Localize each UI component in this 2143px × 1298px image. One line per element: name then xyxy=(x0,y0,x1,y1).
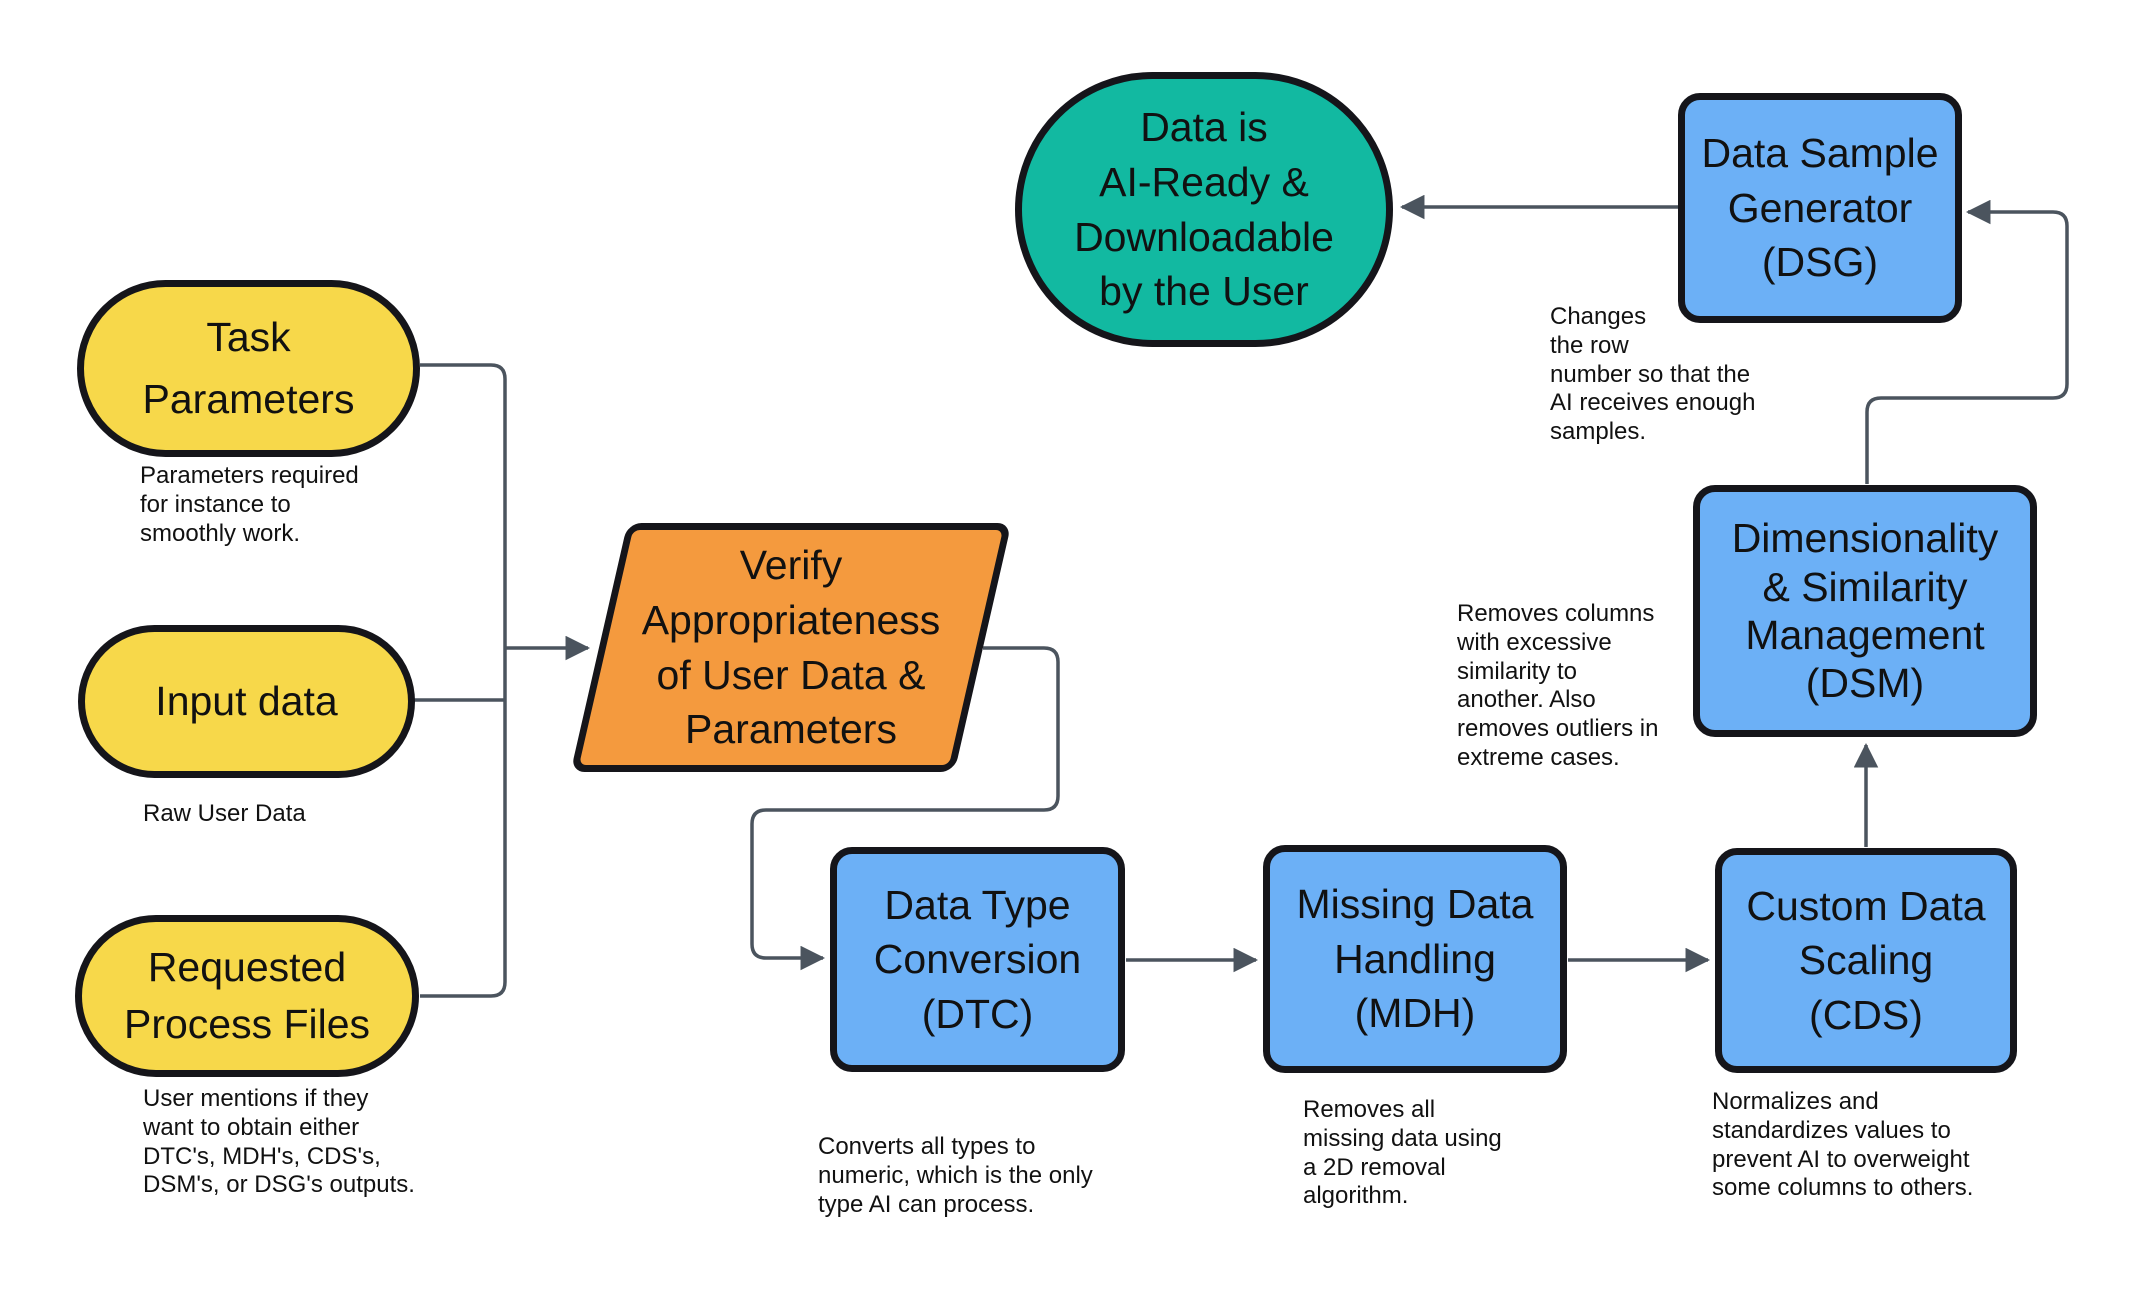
verify-label: Verify Appropriateness of User Data & Pa… xyxy=(641,541,941,753)
arrow-verify-to-dtc xyxy=(750,646,1060,971)
caption-task-parameters: Parameters required for instance to smoo… xyxy=(140,462,359,547)
node-dtc: Data Type Conversion (DTC) xyxy=(830,847,1125,1072)
caption-dsm: Removes columns with excessive similarit… xyxy=(1457,600,1659,771)
caption-requested-process-files: User mentions if they want to obtain eit… xyxy=(143,1085,415,1199)
node-dsm: Dimensionality & Similarity Management (… xyxy=(1693,485,2037,737)
caption-dtc: Converts all types to numeric, which is … xyxy=(818,1133,1093,1218)
node-cds: Custom Data Scaling (CDS) xyxy=(1715,848,2017,1073)
node-mdh: Missing Data Handling (MDH) xyxy=(1263,845,1567,1073)
node-requested-process-files: Requested Process Files xyxy=(75,915,419,1077)
node-task-parameters: Task Parameters xyxy=(77,280,420,457)
connector-inputs-spine xyxy=(420,363,507,998)
node-verify-appropriateness: Verify Appropriateness of User Data & Pa… xyxy=(570,523,1012,772)
caption-cds: Normalizes and standardizes values to pr… xyxy=(1712,1088,1974,1202)
caption-dsg: Changes the row number so that the AI re… xyxy=(1550,303,1756,446)
caption-input-data: Raw User Data xyxy=(143,800,306,827)
node-dsg: Data Sample Generator (DSG) xyxy=(1678,93,1962,323)
arrow-dsm-to-dsg xyxy=(1865,199,2069,484)
caption-mdh: Removes all missing data using a 2D remo… xyxy=(1303,1096,1502,1210)
node-input-data: Input data xyxy=(78,625,415,778)
node-ai-ready: Data is AI-Ready & Downloadable by the U… xyxy=(1015,72,1393,347)
